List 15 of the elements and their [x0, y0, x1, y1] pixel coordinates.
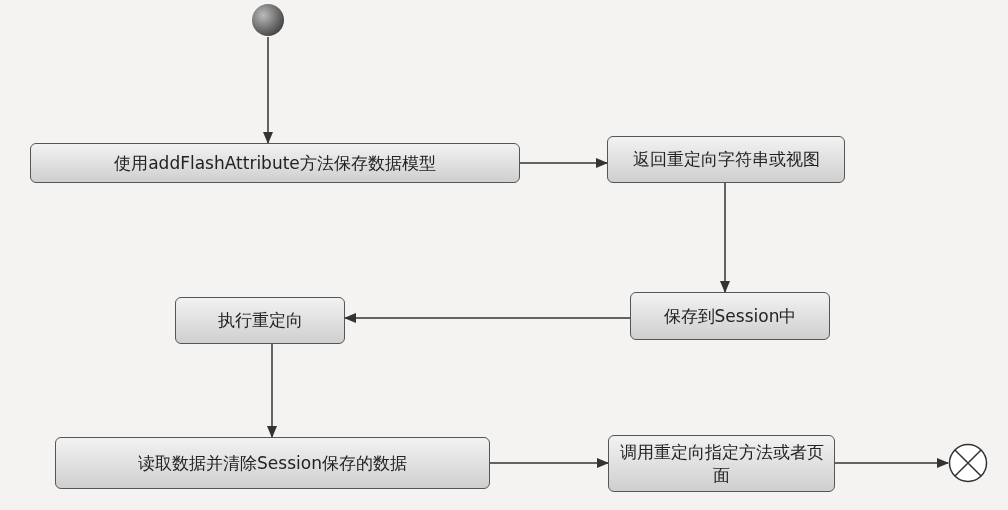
- activity-box: 保存到Session中: [630, 292, 830, 340]
- arrow: [263, 36, 273, 144]
- arrow: [834, 458, 949, 468]
- activity-box: 调用重定向指定方法或者页面: [608, 435, 835, 492]
- activity-box: 返回重定向字符串或视图: [607, 136, 845, 183]
- arrow: [720, 182, 730, 293]
- activity-box: 读取数据并清除Session保存的数据: [55, 437, 490, 489]
- arrow: [344, 313, 631, 323]
- start-node: [251, 3, 285, 37]
- arrow: [519, 158, 608, 168]
- arrow: [489, 458, 609, 468]
- activity-box: 执行重定向: [175, 297, 345, 344]
- end-node: [948, 443, 988, 483]
- activity-box: 使用addFlashAttribute方法保存数据模型: [30, 143, 520, 183]
- arrow: [267, 343, 277, 438]
